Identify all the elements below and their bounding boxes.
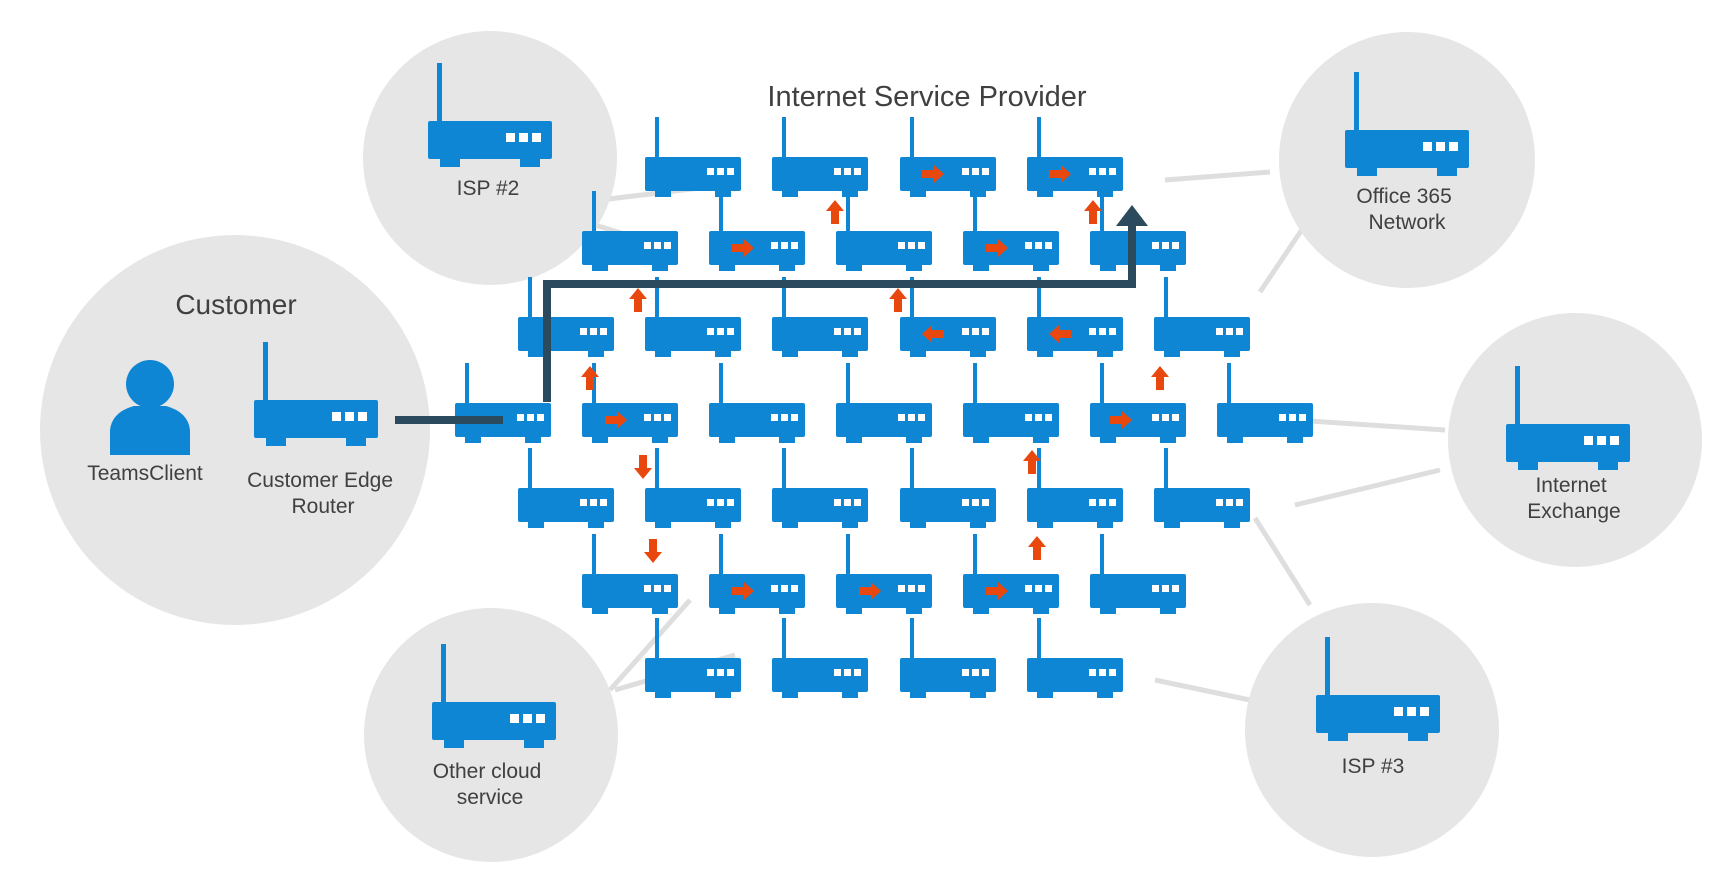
customer-route-arrowhead	[1116, 205, 1148, 226]
router-icon	[963, 363, 1059, 443]
routing-path-arrows	[581, 165, 1169, 600]
router-icon	[1154, 277, 1250, 357]
router-icon	[645, 117, 741, 197]
arrow-up-icon	[1084, 200, 1102, 224]
arrow-down-icon	[644, 539, 662, 563]
router-icon	[772, 448, 868, 528]
arrow-up-icon	[826, 200, 844, 224]
router-icon	[1090, 191, 1186, 271]
router-icon	[836, 534, 932, 614]
router-icon	[836, 191, 932, 271]
link-line	[1252, 516, 1313, 607]
router-icon	[518, 448, 614, 528]
router-icon	[645, 618, 741, 698]
router-icon	[1090, 534, 1186, 614]
router-icon	[963, 191, 1059, 271]
router-icon	[1027, 277, 1123, 357]
router-icon	[836, 363, 932, 443]
internet-exchange-label: Internet Exchange	[1527, 474, 1620, 523]
router-icon	[1027, 117, 1123, 197]
router-icon	[1090, 363, 1186, 443]
link-line	[608, 598, 692, 692]
customer-route	[395, 205, 1148, 424]
router-icon	[709, 363, 805, 443]
internet-exchange-label-line: Internet	[1535, 474, 1606, 497]
office365-label-line: Office 365	[1356, 185, 1451, 208]
isp2-label-line: ISP #2	[457, 177, 520, 200]
router-icon	[645, 448, 741, 528]
link-line	[1294, 417, 1446, 433]
router-icon	[900, 117, 996, 197]
isp3-label: ISP #3	[1342, 755, 1405, 778]
link-line	[1294, 467, 1441, 508]
link-line	[1164, 169, 1271, 183]
router-icon	[772, 277, 868, 357]
link-line	[1154, 677, 1251, 703]
other-cloud-label-line: Other cloud	[433, 760, 542, 783]
customer-edge-router-label-line: Customer Edge	[247, 469, 393, 492]
customer-circle	[40, 235, 430, 625]
router-icon	[1027, 618, 1123, 698]
isp2-label: ISP #2	[457, 177, 520, 200]
internet-exchange-label-line: Exchange	[1527, 500, 1620, 523]
router-icon	[455, 363, 551, 443]
customer-heading: Customer	[175, 289, 296, 320]
arrow-up-icon	[1028, 536, 1046, 560]
teams-client-label: TeamsClient	[87, 462, 203, 485]
router-icon	[900, 618, 996, 698]
arrow-down-icon	[634, 455, 652, 479]
router-icon	[645, 277, 741, 357]
customer-edge-router-label-line: Router	[291, 495, 354, 518]
router-icon	[900, 277, 996, 357]
router-icon	[1154, 448, 1250, 528]
router-icon	[709, 191, 805, 271]
other-cloud-label-line: service	[457, 786, 524, 809]
router-icon	[900, 448, 996, 528]
customer-route-line	[543, 222, 1136, 402]
arrow-up-icon	[629, 288, 647, 312]
isp-title: Internet Service Provider	[767, 81, 1086, 113]
other-cloud-label: Other cloud service	[433, 760, 547, 809]
arrow-up-icon	[1151, 366, 1169, 390]
router-icon	[1217, 363, 1313, 443]
office365-label-line: Network	[1368, 211, 1446, 234]
office365-label: Office 365 Network	[1356, 185, 1457, 234]
router-icon	[772, 117, 868, 197]
arrow-up-icon	[581, 366, 599, 390]
arrow-up-icon	[889, 288, 907, 312]
customer-edge-router-label: Customer Edge Router	[247, 469, 399, 518]
isp3-label-line: ISP #3	[1342, 755, 1405, 778]
router-icon	[1027, 448, 1123, 528]
router-icon	[709, 534, 805, 614]
router-icon	[582, 534, 678, 614]
user-icon	[110, 360, 190, 455]
link-line	[1257, 223, 1308, 294]
router-icon	[518, 277, 614, 357]
endpoints: Internet Service Provider Customer Teams…	[87, 63, 1630, 809]
router-icon	[772, 618, 868, 698]
